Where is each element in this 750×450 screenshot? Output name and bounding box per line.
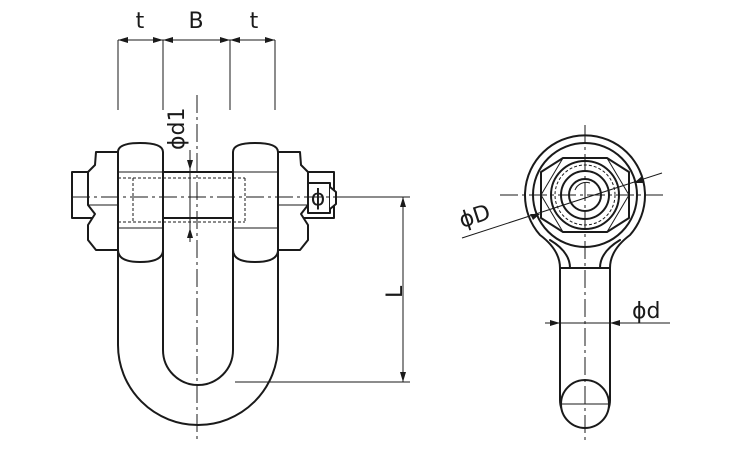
left-nut — [87, 151, 119, 251]
right-nut — [277, 151, 309, 251]
cotter-pin-tip — [329, 186, 337, 210]
eye-inner-flare — [549, 239, 621, 269]
front-view: ϕ t B t ϕd1 L — [71, 9, 410, 442]
left-eye-boss — [117, 142, 164, 263]
dimension-b: B — [188, 9, 203, 34]
dimension-d1: ϕd1 — [165, 108, 190, 150]
pin-mark-label: ϕ — [311, 186, 326, 211]
dimension-diameter: ϕd — [632, 299, 660, 324]
shackle-body-inner — [162, 210, 234, 386]
right-eye-boss — [232, 142, 279, 263]
dimension-l: L — [383, 285, 408, 298]
dimension-outer-diameter: ϕD — [456, 200, 494, 233]
dimension-t-left: t — [136, 9, 145, 34]
side-view: ϕD ϕd — [456, 125, 670, 442]
dimension-t-right: t — [250, 9, 259, 34]
